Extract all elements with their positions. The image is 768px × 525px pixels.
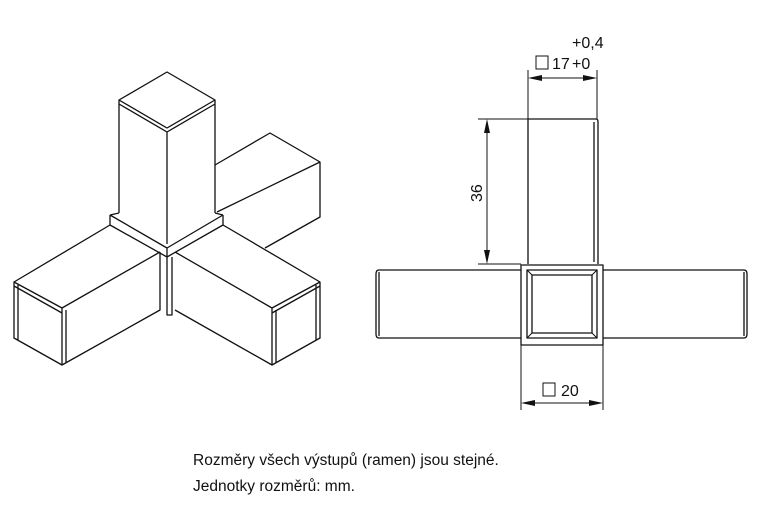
center-body-inner (526, 269, 598, 339)
front-right-arm (174, 224, 321, 366)
left-arm (13, 224, 161, 366)
dimension-36: 36 (469, 118, 528, 265)
collar (109, 212, 224, 316)
dimension-17: 17 +0 +0,4 (527, 35, 604, 119)
opening-bevel-lines (526, 269, 598, 339)
note-units: Jednotky rozměrů: mm. (193, 478, 355, 495)
dim-17-value: 17 (552, 56, 570, 73)
vertical-arm (527, 118, 599, 264)
isometric-view (13, 71, 321, 366)
back-right-arm (214, 132, 321, 249)
center-body-outer (520, 264, 604, 346)
square-symbol-icon (535, 55, 549, 70)
dim-17-tol-upper: +0,4 (572, 35, 604, 52)
front-view (375, 118, 748, 346)
dim-17-tol-lower: +0 (572, 56, 590, 73)
note-arms-equal: Rozměry všech výstupů (ramen) jsou stejn… (193, 452, 499, 469)
dim-36-value: 36 (469, 184, 486, 202)
dimension-20: 20 (520, 345, 604, 410)
square-symbol-icon (542, 382, 556, 397)
dim-20-value: 20 (561, 383, 579, 400)
top-post (118, 71, 216, 244)
center-opening (531, 274, 593, 334)
horizontal-arms (375, 269, 748, 339)
